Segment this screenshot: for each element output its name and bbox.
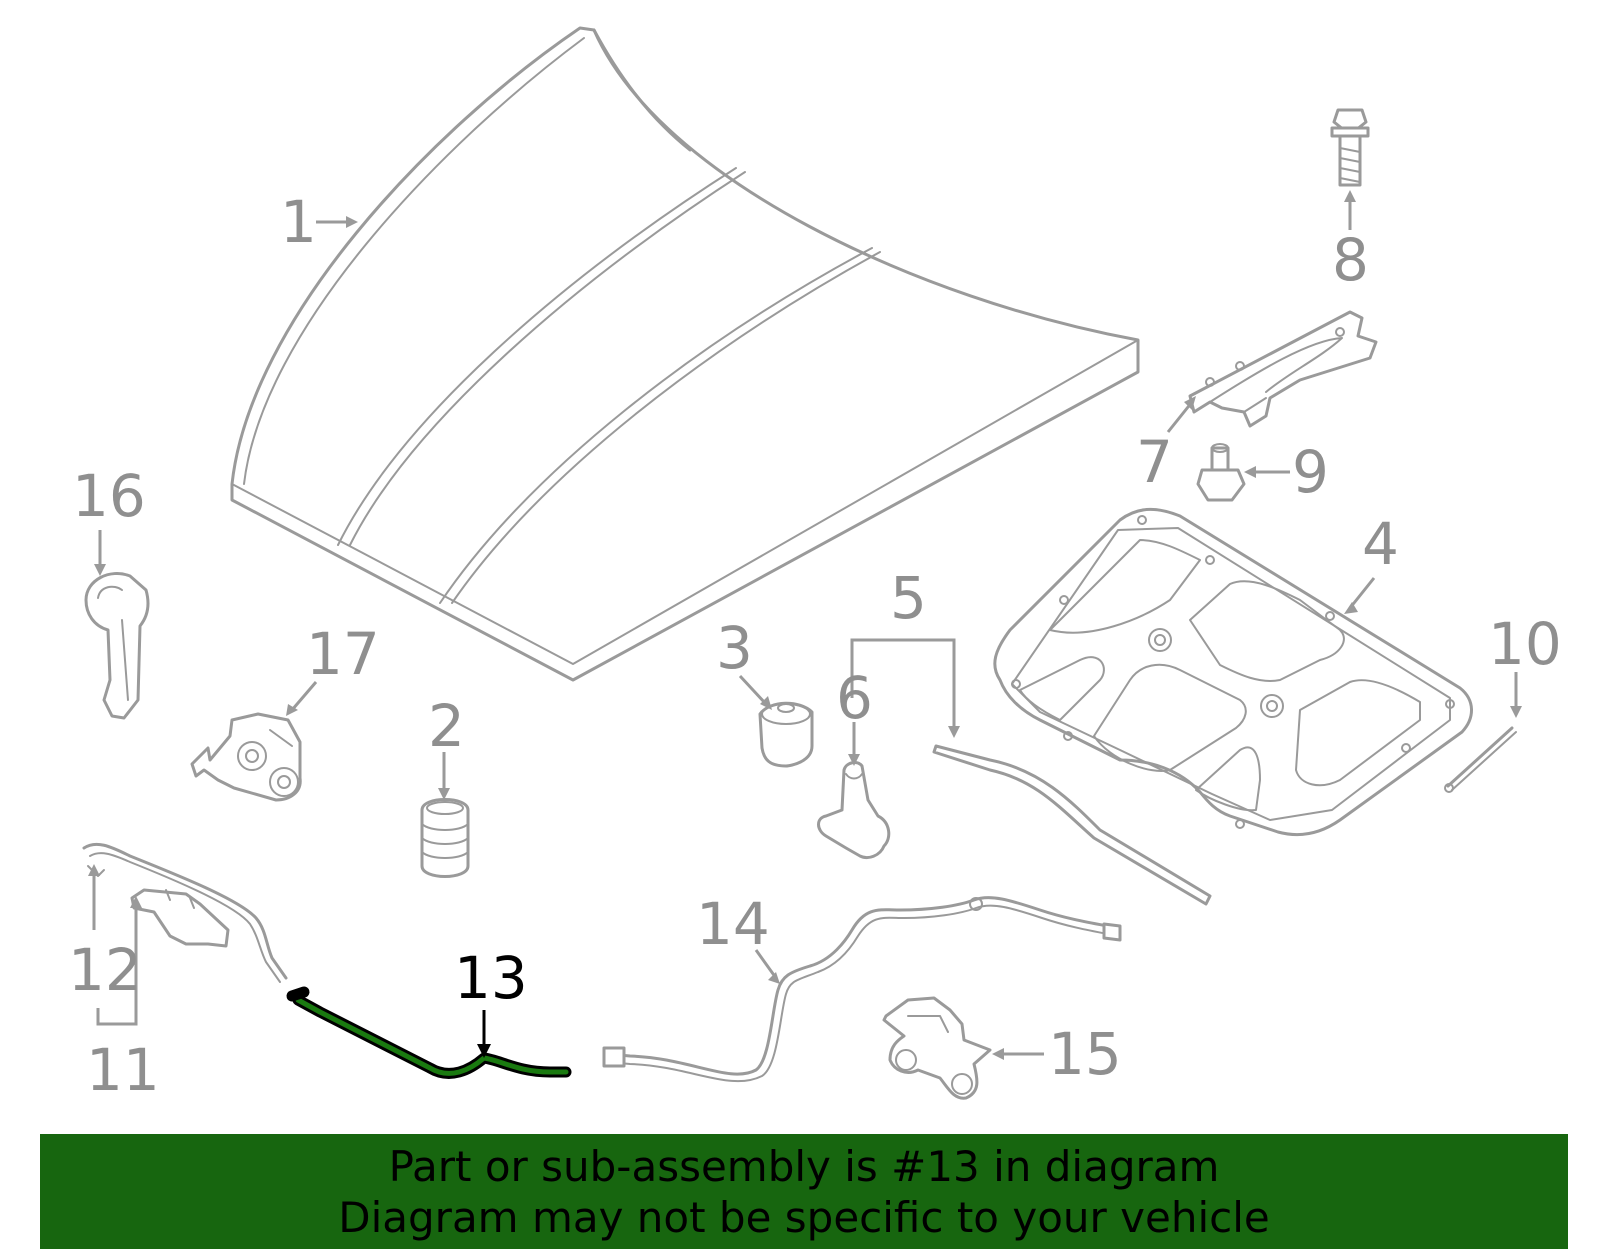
part-nut bbox=[1196, 443, 1246, 502]
part-13-highlighted-cable bbox=[286, 986, 572, 1079]
part-hinge bbox=[1188, 310, 1378, 428]
callout-7: 7 bbox=[1136, 428, 1173, 496]
leader-3 bbox=[738, 674, 768, 706]
banner-line-part: Part or sub-assembly is #13 in diagram bbox=[388, 1141, 1220, 1191]
part-latch bbox=[190, 712, 302, 802]
callout-14: 14 bbox=[696, 890, 770, 958]
leader-14 bbox=[754, 949, 778, 979]
callout-3: 3 bbox=[716, 614, 753, 682]
leader-lines bbox=[88, 190, 1522, 1060]
callout-16: 16 bbox=[72, 462, 146, 530]
part-bolt bbox=[1330, 108, 1370, 187]
leader-11 bbox=[96, 904, 138, 1026]
callout-9: 9 bbox=[1292, 438, 1329, 506]
callout-2: 2 bbox=[428, 692, 465, 760]
callout-13: 13 bbox=[454, 944, 528, 1012]
leader-7 bbox=[1166, 401, 1194, 433]
part-bumper bbox=[758, 701, 814, 768]
arrowhead-13 bbox=[477, 1044, 491, 1058]
callout-6: 6 bbox=[836, 664, 873, 732]
part-hood bbox=[230, 26, 1140, 682]
part-spring bbox=[420, 798, 470, 878]
part-prop-rod bbox=[1444, 726, 1517, 793]
callout-10: 10 bbox=[1488, 610, 1562, 678]
callout-5: 5 bbox=[890, 564, 927, 632]
callout-1: 1 bbox=[280, 188, 317, 256]
callout-8: 8 bbox=[1332, 226, 1369, 294]
part-release-handle bbox=[84, 572, 150, 720]
callout-12: 12 bbox=[68, 936, 142, 1004]
part-latch-clip bbox=[882, 996, 992, 1100]
banner-line-disclaimer: Diagram may not be specific to your vehi… bbox=[338, 1192, 1270, 1242]
callout-11: 11 bbox=[86, 1036, 160, 1104]
leader-5 bbox=[850, 638, 956, 730]
callout-17: 17 bbox=[306, 620, 380, 688]
info-banner: Part or sub-assembly is #13 in diagram D… bbox=[40, 1134, 1568, 1249]
part-weatherstrip bbox=[932, 744, 1212, 906]
callout-15: 15 bbox=[1048, 1020, 1122, 1088]
part-insulator-pad bbox=[993, 507, 1473, 837]
part-cable-14 bbox=[602, 896, 1122, 1083]
callout-4: 4 bbox=[1362, 510, 1399, 578]
leader-17 bbox=[290, 681, 318, 711]
callouts: 1 8 7 9 4 10 5 6 3 2 16 17 12 11 13 14 1… bbox=[68, 188, 1562, 1104]
part-bumper-stop bbox=[817, 761, 891, 860]
leader-4 bbox=[1348, 577, 1376, 609]
